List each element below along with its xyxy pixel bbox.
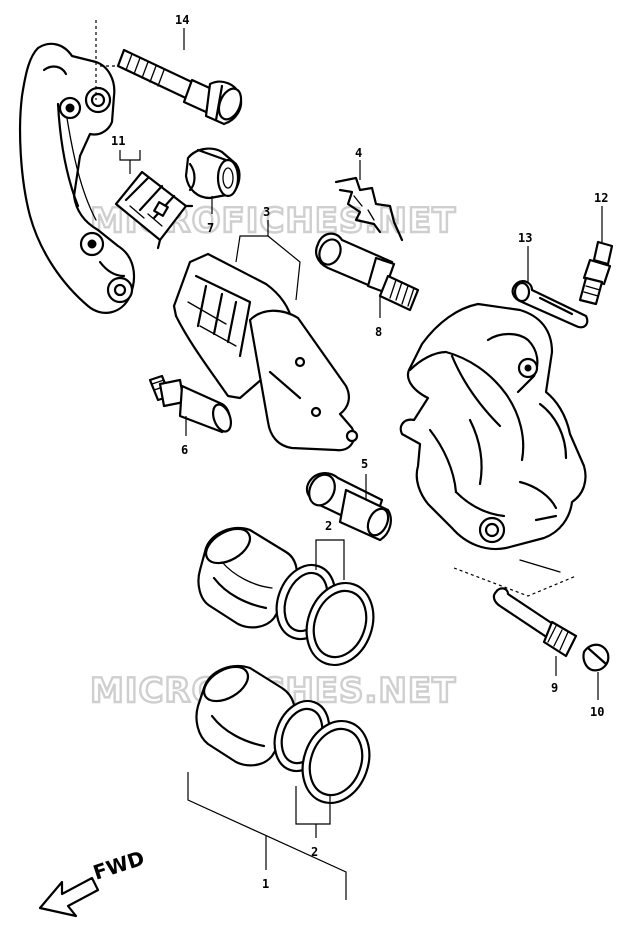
- piston-lower: [195, 664, 296, 767]
- slide-pin: [315, 232, 420, 312]
- bolt: [116, 48, 243, 126]
- forward-direction-indicator: FWD: [38, 846, 147, 918]
- piston-seal-lower: [273, 699, 371, 805]
- pad-spring: [114, 170, 194, 250]
- slide-bolt: [492, 587, 578, 658]
- piston-upper: [197, 526, 298, 629]
- callout-2-upper: 2: [325, 519, 332, 533]
- callout-6: 6: [181, 443, 188, 457]
- callout-9: 9: [551, 681, 558, 695]
- boot-cap: [582, 643, 610, 672]
- boot: [184, 147, 241, 200]
- callout-14: 14: [175, 13, 189, 27]
- forward-arrow-icon: [38, 876, 100, 918]
- callout-2-lower: 2: [311, 845, 318, 859]
- sleeve: [305, 472, 392, 542]
- retaining-clip: [334, 176, 404, 242]
- brake-pads: [172, 252, 359, 452]
- piston-seal-upper: [275, 563, 375, 667]
- callout-7: 7: [207, 221, 214, 235]
- callout-4: 4: [355, 146, 362, 160]
- pin: [148, 374, 233, 434]
- callout-12: 12: [594, 191, 608, 205]
- callout-11: 11: [111, 134, 125, 148]
- leader-lines: [95, 20, 603, 900]
- callout-5: 5: [361, 457, 368, 471]
- forward-label: FWD: [90, 846, 147, 885]
- caliper-body: [399, 302, 587, 573]
- caliper-bracket: [18, 42, 136, 314]
- callout-8: 8: [375, 325, 382, 339]
- bleeder-valve: [578, 240, 614, 306]
- callout-3: 3: [263, 205, 270, 219]
- bleeder-cap: [511, 280, 589, 329]
- callout-10: 10: [590, 705, 604, 719]
- callout-1: 1: [262, 877, 269, 891]
- callout-13: 13: [518, 231, 532, 245]
- callouts: 1 2 2 3 4 5 6 7 8 9 10 11 12 13 14: [111, 13, 608, 891]
